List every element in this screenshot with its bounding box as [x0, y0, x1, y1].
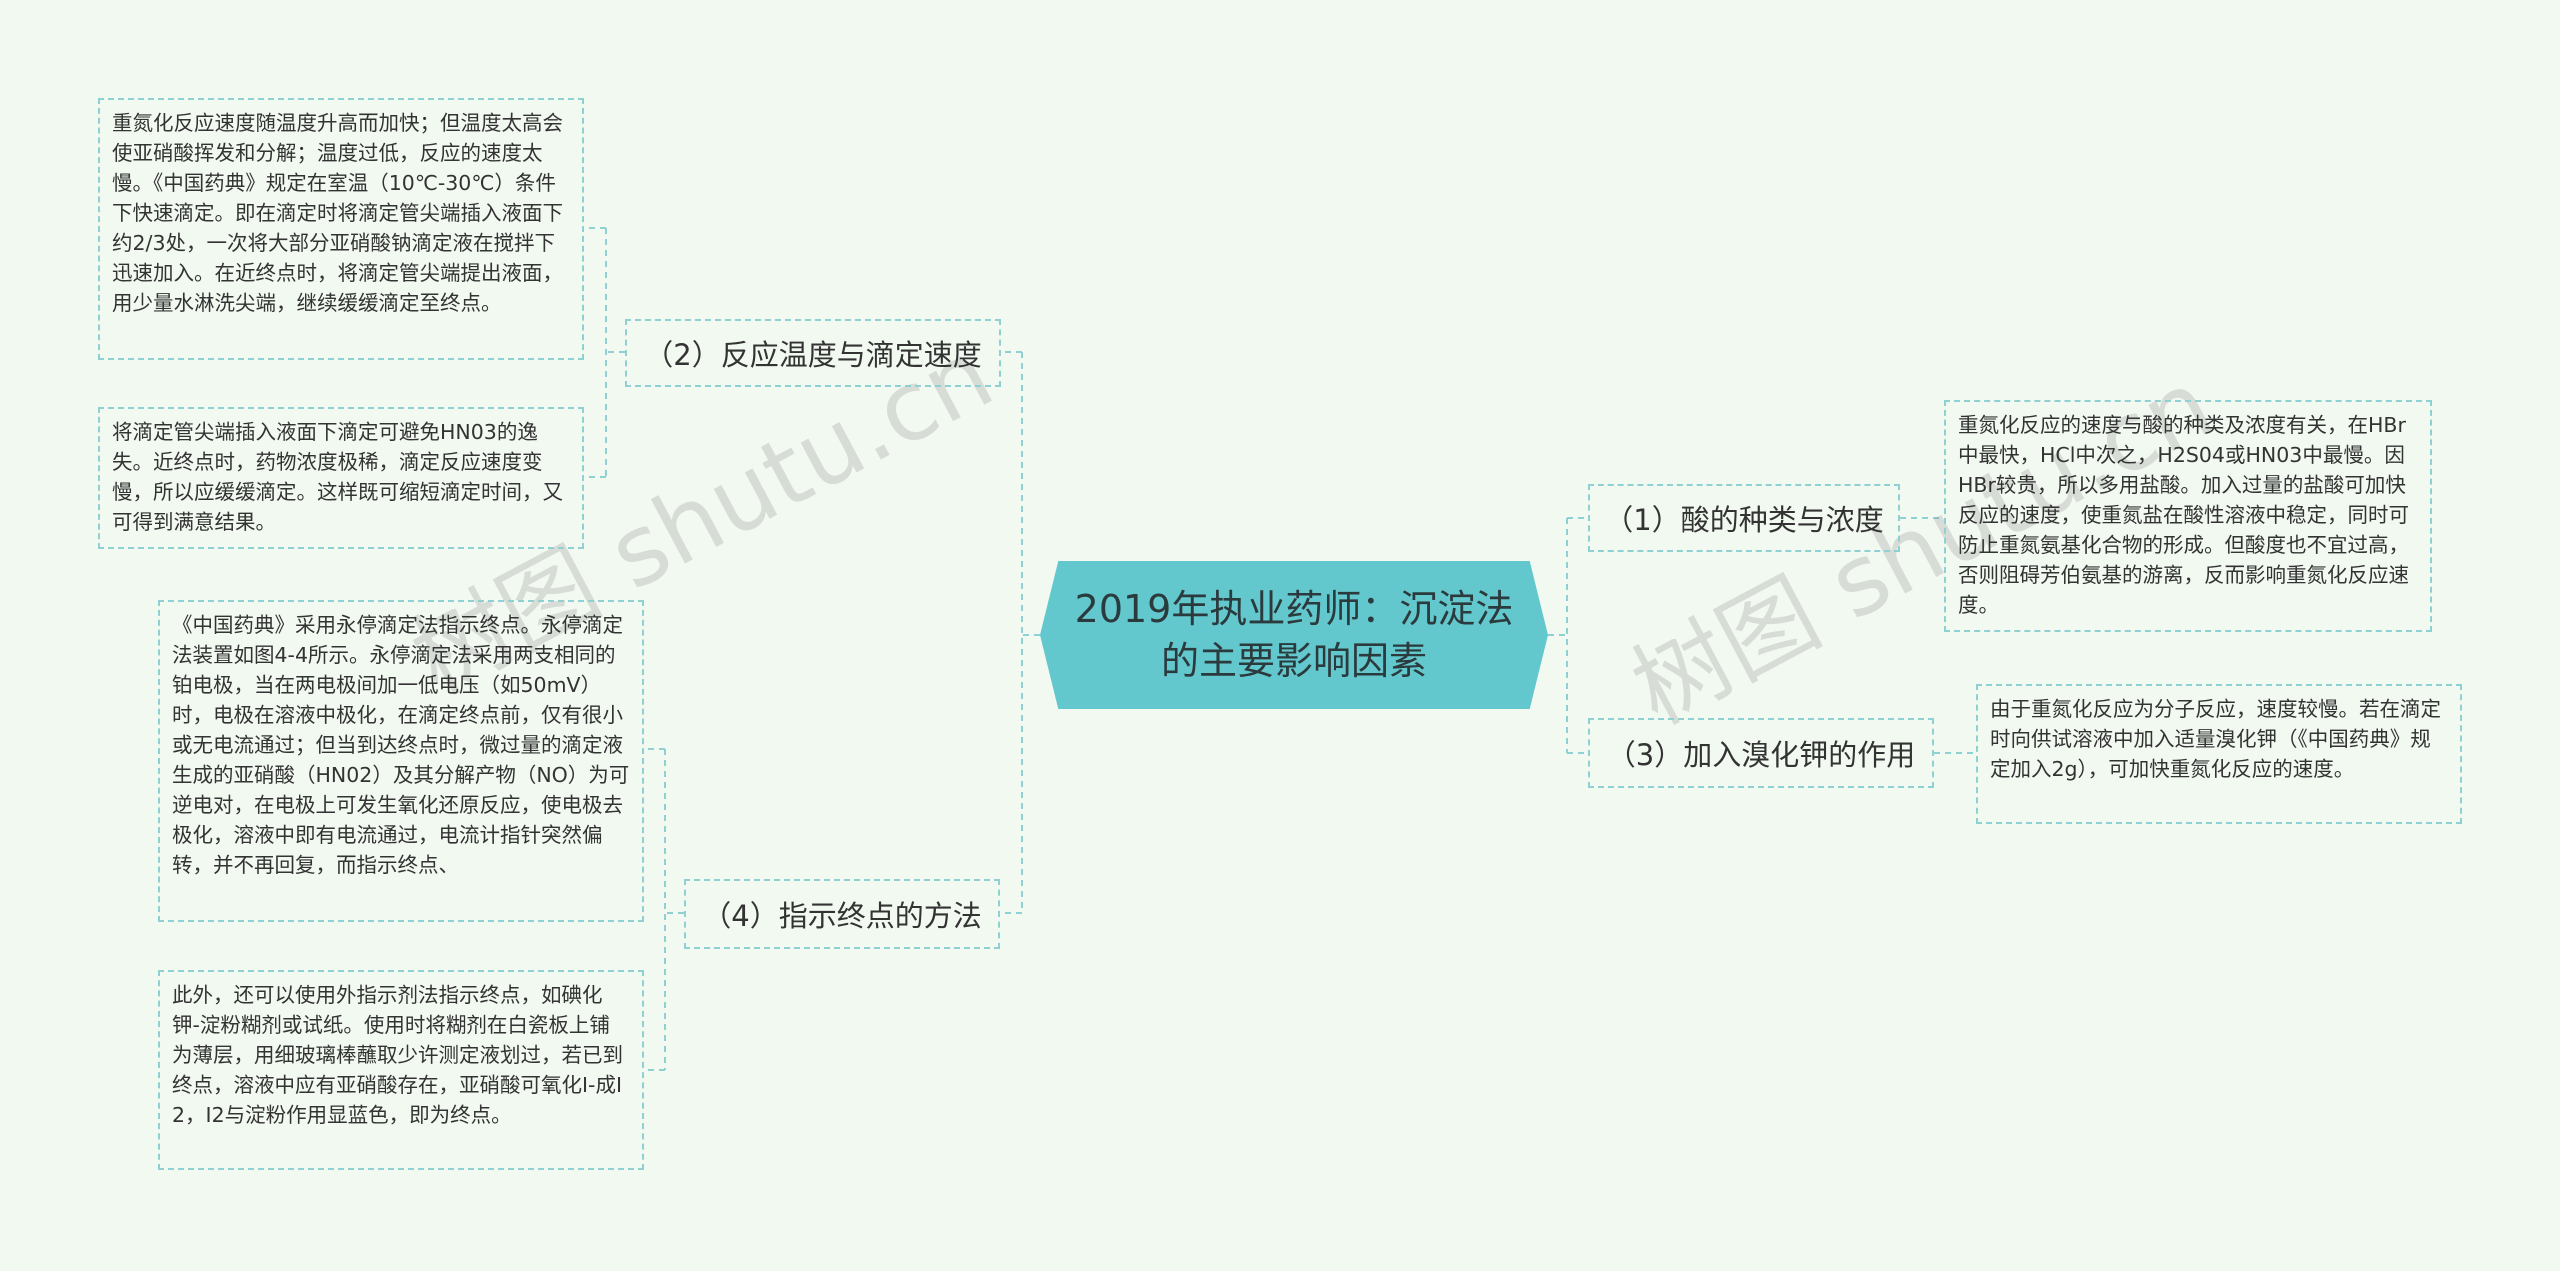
central-topic[interactable]: 2019年执业药师：沉淀法的主要影响因素	[1040, 561, 1548, 709]
leaf-text: 《中国药典》采用永停滴定法指示终点。永停滴定法装置如图4-4所示。永停滴定法采用…	[172, 613, 630, 877]
leaf-text: 由于重氮化反应为分子反应，速度较慢。若在滴定时向供试溶液中加入适量溴化钾（《中国…	[1990, 697, 2441, 781]
leaf-external-indicator-note[interactable]: 此外，还可以使用外指示剂法指示终点，如碘化钾-淀粉糊剂或试纸。使用时将糊剂在白瓷…	[158, 970, 644, 1170]
branch-label: （4）指示终点的方法	[702, 899, 982, 933]
leaf-text: 重氮化反应的速度与酸的种类及浓度有关，在HBr中最快，HCl中次之，H2S04或…	[1958, 413, 2409, 617]
leaf-text: 此外，还可以使用外指示剂法指示终点，如碘化钾-淀粉糊剂或试纸。使用时将糊剂在白瓷…	[172, 983, 623, 1127]
branch-label: （2）反应温度与滴定速度	[644, 338, 982, 372]
branch-temperature-speed[interactable]: （2）反应温度与滴定速度	[625, 319, 1001, 387]
central-topic-label: 2019年执业药师：沉淀法的主要影响因素	[1074, 587, 1514, 683]
leaf-temperature-note[interactable]: 重氮化反应速度随温度升高而加快；但温度太高会使亚硝酸挥发和分解；温度过低，反应的…	[98, 98, 584, 360]
leaf-text: 重氮化反应速度随温度升高而加快；但温度太高会使亚硝酸挥发和分解；温度过低，反应的…	[112, 111, 563, 315]
branch-acid-type[interactable]: （1）酸的种类与浓度	[1588, 484, 1900, 552]
leaf-acid-type-note[interactable]: 重氮化反应的速度与酸的种类及浓度有关，在HBr中最快，HCl中次之，H2S04或…	[1944, 400, 2432, 632]
leaf-text: 将滴定管尖端插入液面下滴定可避免HN03的逸失。近终点时，药物浓度极稀，滴定反应…	[112, 420, 563, 534]
leaf-potassium-bromide-note[interactable]: 由于重氮化反应为分子反应，速度较慢。若在滴定时向供试溶液中加入适量溴化钾（《中国…	[1976, 684, 2462, 824]
leaf-tip-insertion-note[interactable]: 将滴定管尖端插入液面下滴定可避免HN03的逸失。近终点时，药物浓度极稀，滴定反应…	[98, 407, 584, 549]
leaf-dead-stop-titration-note[interactable]: 《中国药典》采用永停滴定法指示终点。永停滴定法装置如图4-4所示。永停滴定法采用…	[158, 600, 644, 922]
branch-endpoint-method[interactable]: （4）指示终点的方法	[684, 879, 1000, 949]
branch-label: （3）加入溴化钾的作用	[1606, 738, 1916, 772]
branch-label: （1）酸的种类与浓度	[1604, 503, 1884, 537]
branch-potassium-bromide[interactable]: （3）加入溴化钾的作用	[1588, 718, 1934, 788]
